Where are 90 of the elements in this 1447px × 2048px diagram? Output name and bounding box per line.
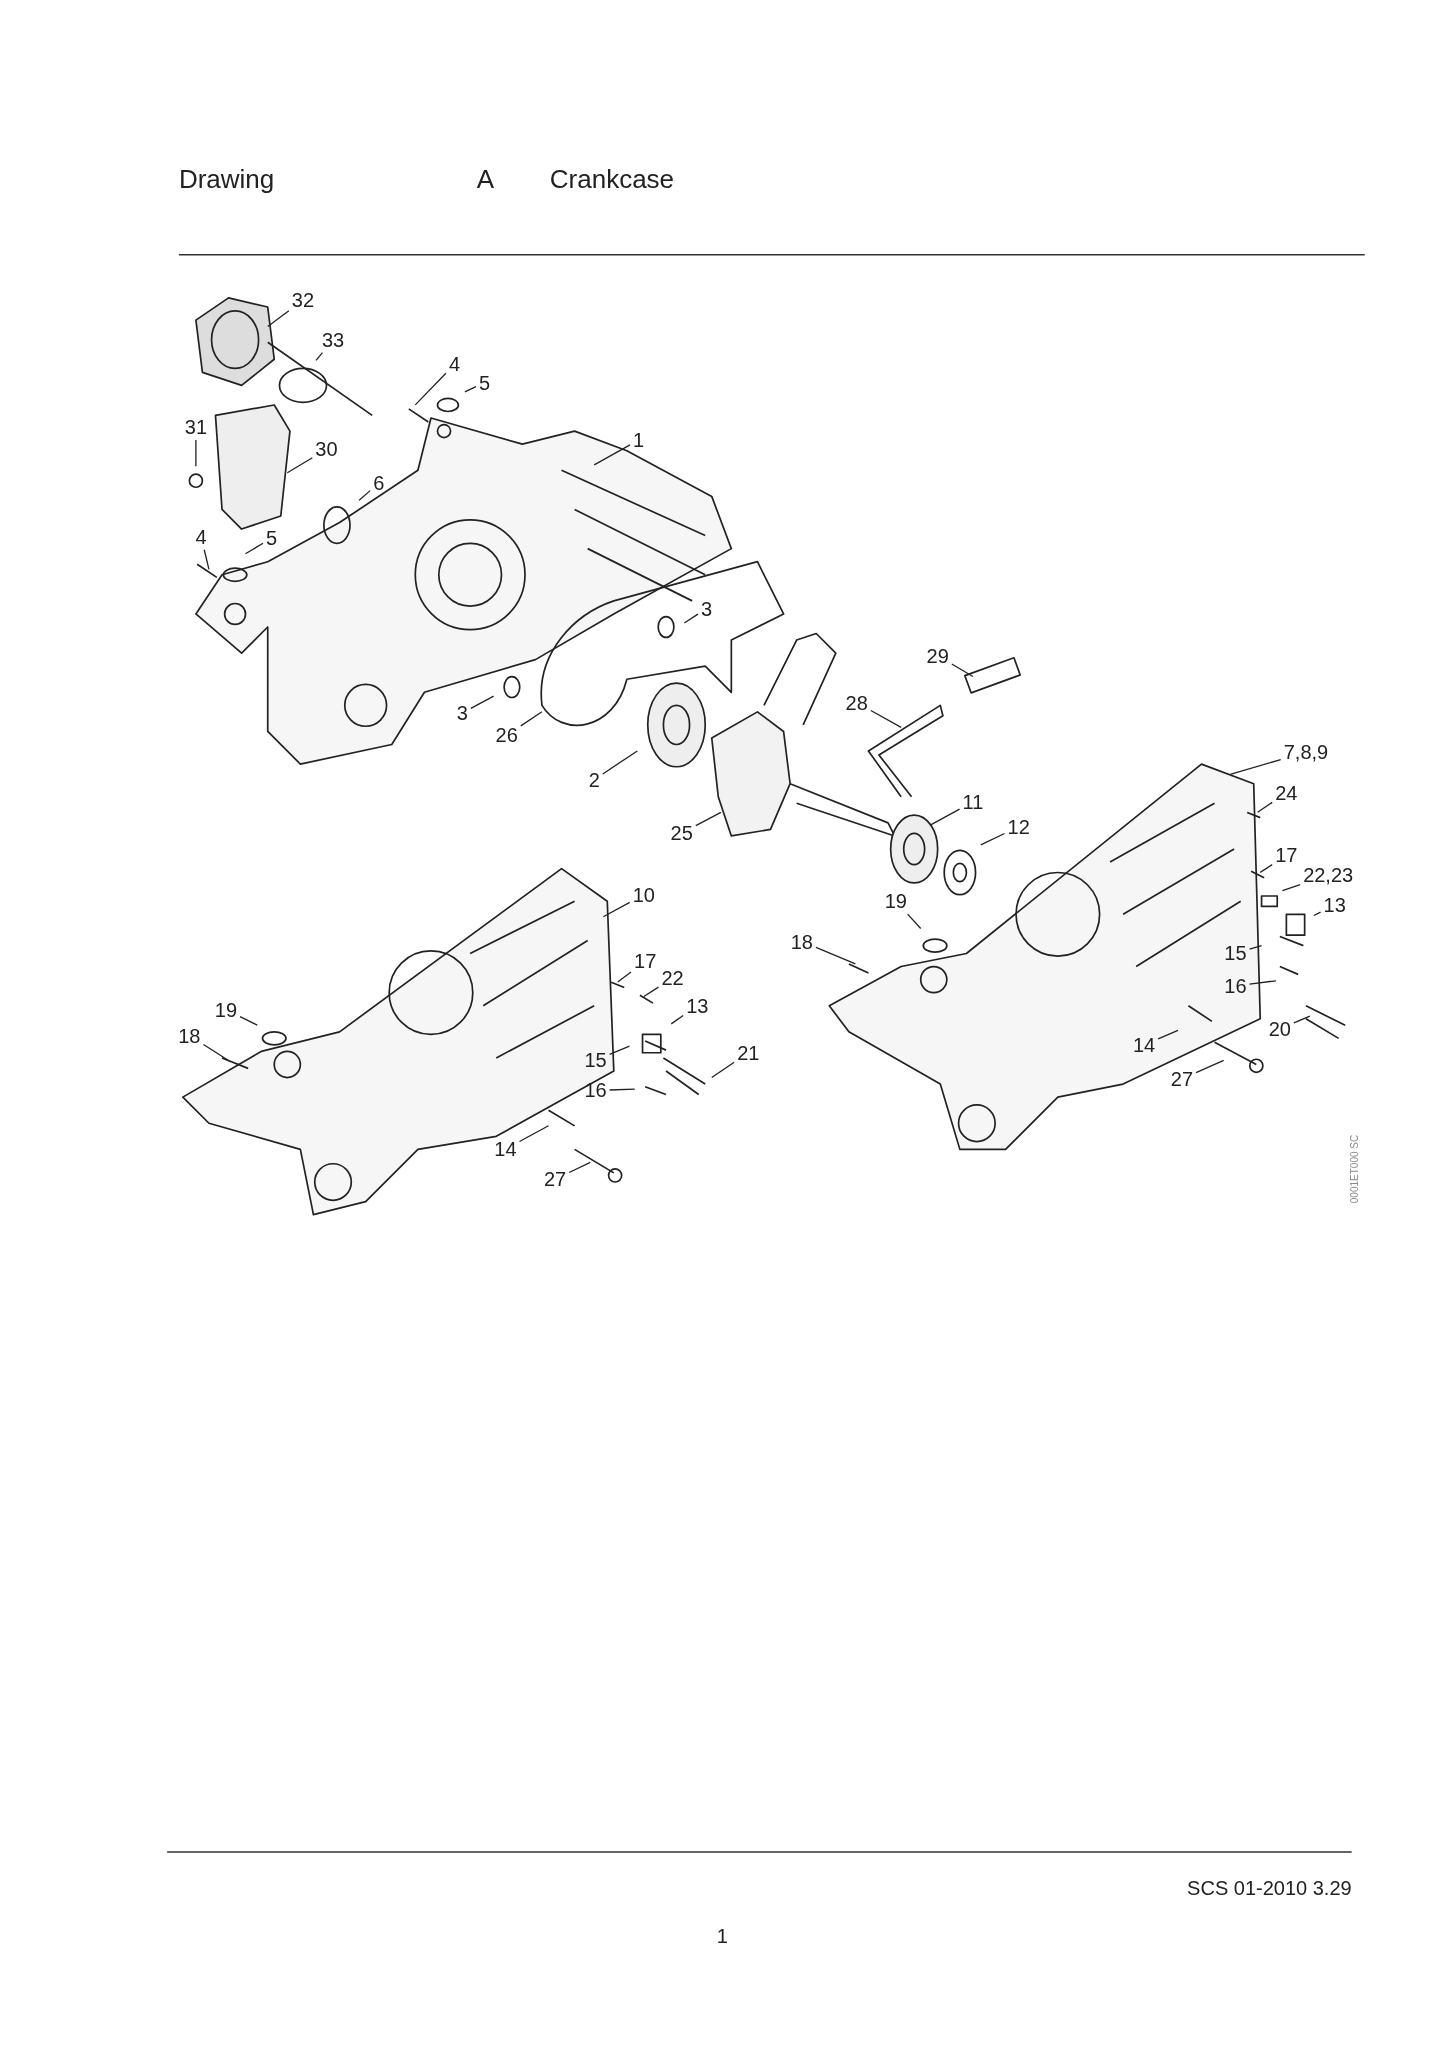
callout-number: 28 (844, 691, 869, 714)
leader-line (464, 386, 477, 393)
callout-number: 31 (183, 416, 208, 439)
leader-line (593, 444, 631, 466)
leader-line (602, 901, 631, 918)
leader-line (670, 1014, 684, 1025)
callout-number: 15 (1223, 942, 1248, 965)
callout-number: 27 (1169, 1067, 1194, 1090)
callout-number: 4 (194, 525, 208, 548)
callout-number: 32 (290, 289, 316, 312)
callout-number: 1 (632, 429, 646, 452)
leader-line (1281, 883, 1301, 892)
callout-number: 16 (1223, 975, 1248, 997)
leader-line (609, 1045, 631, 1056)
callout-number: 15 (583, 1049, 608, 1072)
section-title: Crankcase (549, 164, 675, 194)
callout-number: 29 (925, 644, 950, 667)
callout-number: 33 (320, 328, 346, 351)
callout-number: 6 (372, 472, 386, 495)
leader-line (1195, 1059, 1225, 1074)
callout-number: 5 (477, 371, 492, 394)
callout-number: 20 (1267, 1018, 1292, 1041)
callout-number: 17 (1274, 844, 1299, 867)
callout-number: 17 (633, 950, 658, 973)
callout-number: 24 (1274, 781, 1299, 804)
leader-line (518, 1125, 550, 1143)
callout-number: 30 (314, 438, 339, 461)
callout-number: 21 (736, 1041, 761, 1064)
callout-number: 3 (455, 702, 469, 725)
callout-number: 18 (177, 1024, 202, 1047)
catalog-code: SCS 01-2010 3.29 (1187, 1876, 1352, 1899)
leader-line (1293, 1015, 1311, 1024)
leader-line (643, 986, 660, 998)
leader-line (239, 1015, 258, 1026)
callout-number: 14 (493, 1138, 518, 1161)
callout-number: 22,23 (1302, 864, 1355, 886)
leader-line (602, 750, 638, 775)
leader-line (951, 663, 974, 678)
leader-line (1248, 944, 1263, 950)
callout-number: 10 (631, 883, 656, 906)
leader-line (244, 542, 264, 555)
callout-number: 7,8,9 (1282, 741, 1330, 764)
page-number: 1 (716, 1924, 728, 1947)
leader-line (568, 1161, 591, 1174)
callout-number: 19 (883, 890, 908, 913)
leader-line (414, 372, 447, 406)
callout-number: 26 (494, 724, 519, 747)
callout-number: 16 (583, 1079, 608, 1102)
callout-number: 13 (685, 994, 710, 1017)
callout-number: 12 (1006, 815, 1031, 838)
leader-line (1259, 863, 1273, 874)
leader-line (1257, 801, 1273, 813)
callout-number: 11 (961, 790, 985, 813)
callout-number: 2 (587, 768, 601, 791)
callout-number: 4 (447, 353, 462, 376)
leader-line (267, 310, 290, 328)
leader-line (470, 695, 495, 710)
leader-line (358, 490, 371, 501)
callout-number: 14 (1131, 1033, 1157, 1056)
leader-line (815, 946, 857, 965)
leader-line (202, 1043, 230, 1062)
header-text: Drawing (178, 164, 275, 194)
callout-number: 19 (213, 998, 239, 1021)
callout-number: 25 (669, 822, 694, 845)
callout-number: 13 (1322, 894, 1347, 916)
callout-number: 18 (789, 930, 814, 953)
drawing-letter: A (476, 164, 494, 194)
callout-number: 27 (542, 1168, 568, 1191)
leader-line (286, 457, 313, 474)
leader-line (870, 709, 902, 729)
leader-line (195, 439, 197, 467)
leader-line (1229, 758, 1282, 776)
drawing-code: 0001ET000 SC (1348, 1134, 1360, 1203)
leader-line (609, 1088, 636, 1091)
leader-line (1313, 911, 1322, 917)
leader-line (907, 913, 922, 930)
leader-line (695, 811, 722, 827)
leader-line (683, 613, 699, 624)
leader-line (711, 1061, 735, 1079)
leader-line (980, 832, 1006, 846)
leader-line (929, 808, 961, 826)
callout-number: 5 (265, 527, 279, 550)
callout-number: 3 (699, 597, 714, 620)
leader-line (315, 351, 324, 362)
leader-line (1248, 980, 1277, 985)
leader-line (1157, 1029, 1179, 1040)
leader-line (203, 549, 210, 571)
leader-line (617, 971, 632, 983)
callout-number: 22 (660, 967, 685, 990)
leader-line (520, 711, 543, 727)
